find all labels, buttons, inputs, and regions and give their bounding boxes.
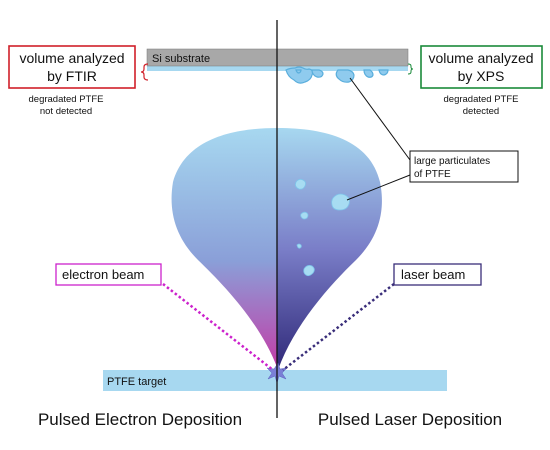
electron-beam-box — [55, 263, 162, 286]
xps-box — [420, 45, 543, 89]
ftir-box-line2: by FTIR — [47, 68, 97, 84]
ftir-bracket — [140, 63, 149, 81]
laser-beam-box — [393, 263, 482, 286]
film-particulates — [285, 66, 389, 84]
xps-box-line2: by XPS — [458, 68, 505, 84]
particulates-line1: large particulates — [414, 156, 490, 167]
plume-particulates — [295, 178, 350, 277]
right-title: Pulsed Laser Deposition — [318, 410, 502, 429]
substrate-label: Si substrate — [152, 53, 210, 65]
electron-beam-path — [162, 283, 274, 371]
electron-beam-label: electron beam — [62, 267, 144, 282]
right-note-line2: detected — [463, 106, 499, 117]
xps-box-line1: volume analyzed — [428, 50, 533, 66]
particulates-line2: of PTFE — [414, 169, 451, 180]
left-title: Pulsed Electron Deposition — [38, 410, 242, 429]
plume-left-half — [171, 128, 277, 368]
target-label: PTFE target — [107, 376, 166, 388]
laser-beam-path — [282, 283, 395, 371]
left-note-line2: not detected — [40, 106, 92, 117]
particulates-leader-bottom — [346, 174, 411, 201]
particulates-callout-box — [409, 150, 519, 183]
ftir-box-line1: volume analyzed — [19, 50, 124, 66]
right-note-line1: degradated PTFE — [444, 94, 519, 105]
laser-beam-label: laser beam — [401, 267, 465, 282]
xps-bracket — [407, 63, 414, 75]
ftir-box — [8, 45, 136, 89]
particulates-leader-top — [349, 77, 411, 161]
left-note-line1: degradated PTFE — [29, 94, 104, 105]
ptfe-target — [103, 370, 447, 391]
